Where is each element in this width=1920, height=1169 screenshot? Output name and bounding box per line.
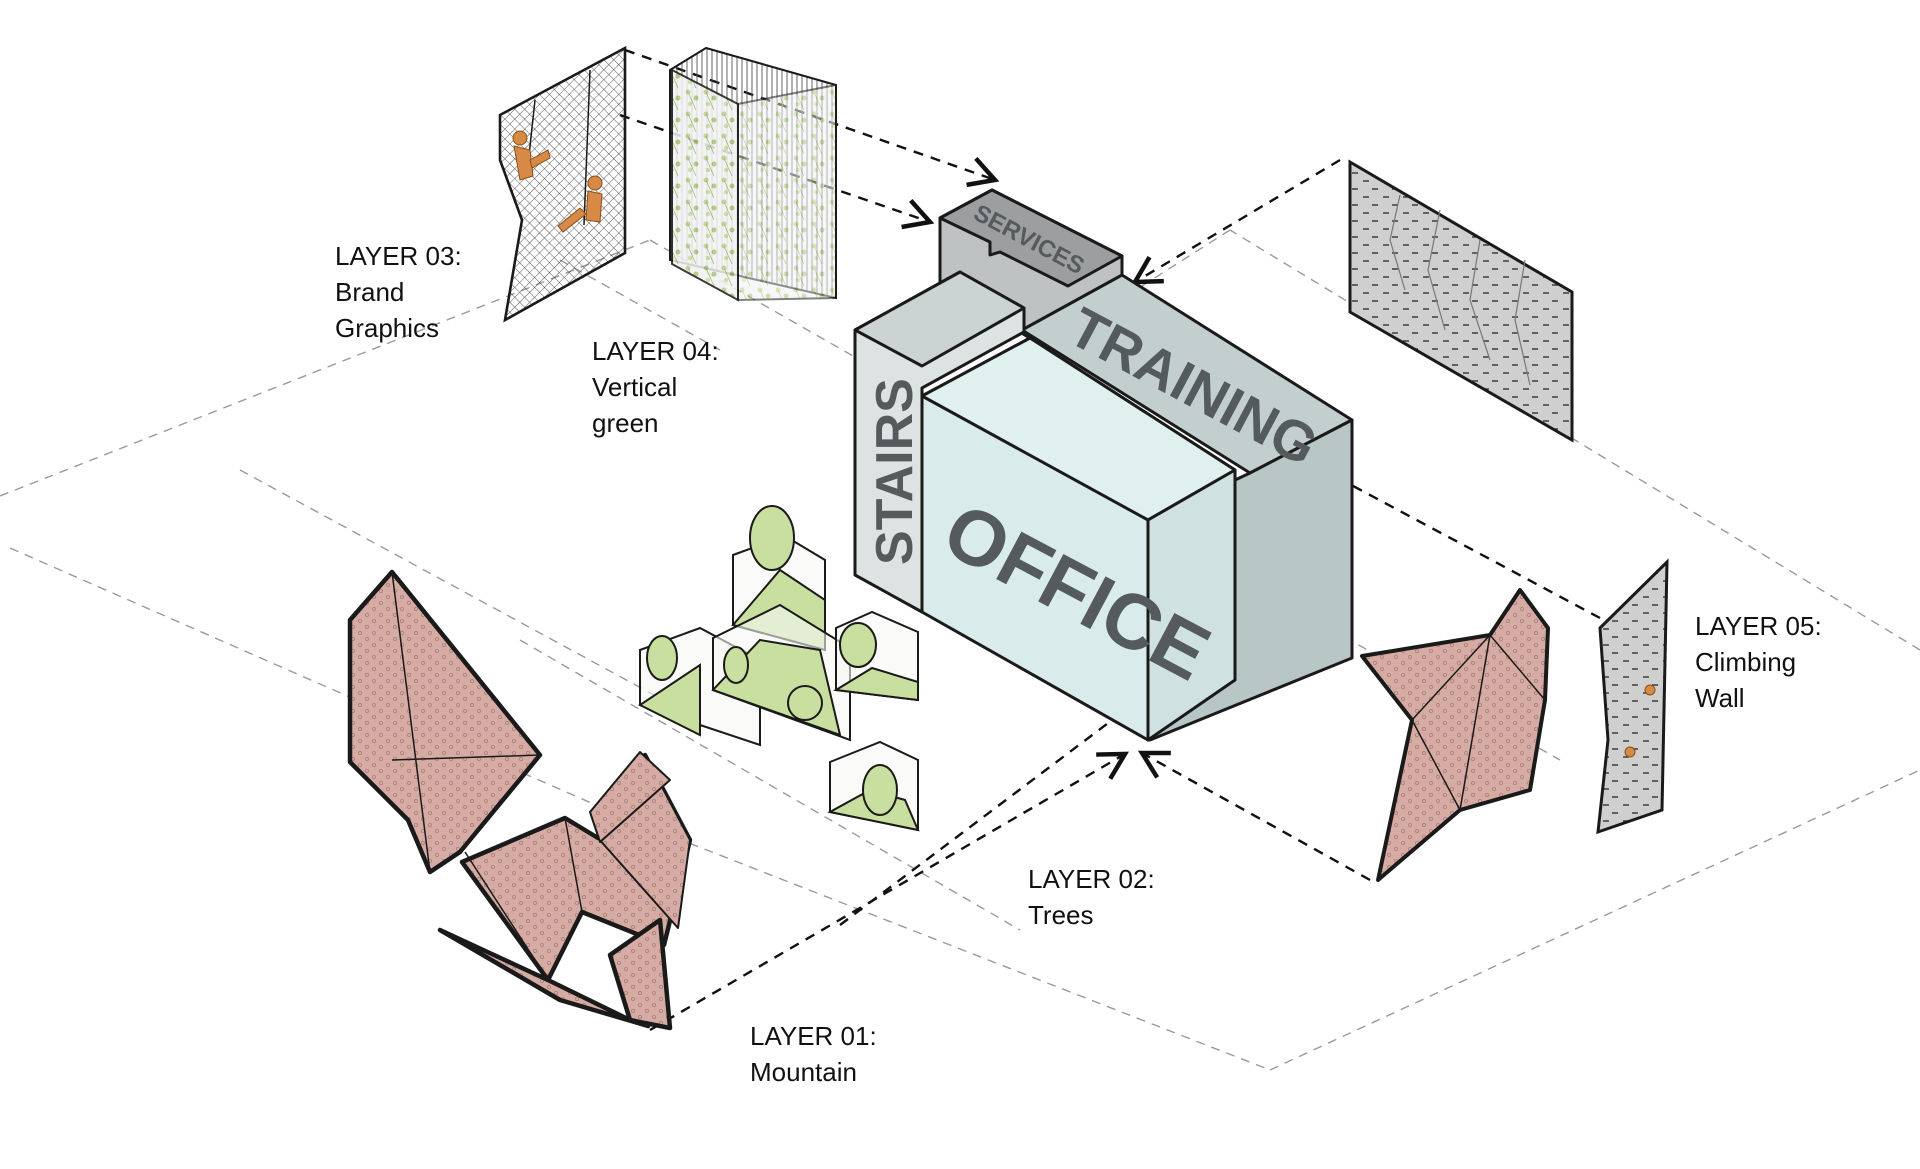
climber-icon	[512, 130, 551, 181]
climbing-rope	[583, 69, 591, 226]
stairs-roof	[853, 270, 1026, 368]
layer05-name-line1: Climbing	[1695, 647, 1797, 677]
layer03-name-line2: Graphics	[335, 313, 440, 343]
trees-cluster	[638, 505, 920, 832]
mountain-range	[347, 569, 693, 1031]
vertical-green-foliage	[737, 83, 837, 302]
layer04-name-line2: green	[592, 408, 659, 438]
right-mountain	[1360, 588, 1550, 882]
connector-arrows	[619, 48, 1601, 1032]
building-massing	[853, 188, 1354, 742]
arrow-icon	[1137, 750, 1371, 882]
guide-line	[9, 547, 631, 821]
tree-icon	[749, 505, 795, 571]
mountain-base	[437, 927, 651, 1029]
mountain-facets	[1411, 634, 1546, 811]
climber-icon	[557, 175, 603, 233]
layer01-name: Mountain	[750, 1057, 857, 1087]
tree-ground	[833, 666, 919, 702]
arrow-icon	[1292, 453, 1601, 620]
layer05-label: LAYER 05: Climbing Wall	[1695, 608, 1822, 716]
layer03-title: LAYER 03:	[335, 241, 462, 271]
vertical-green-panel	[669, 46, 837, 302]
layer02-title: LAYER 02:	[1028, 864, 1155, 894]
label-stairs: STAIRS	[866, 378, 924, 565]
tree-icon	[862, 764, 898, 816]
climber-icon	[1644, 684, 1656, 696]
guide-line	[559, 259, 721, 351]
layer05-name-line2: Wall	[1695, 683, 1745, 713]
mountain-peak-5	[607, 917, 673, 1031]
arrow-icon	[839, 687, 1156, 926]
climbing-wall-board	[1348, 159, 1574, 443]
layer02-label: LAYER 02: Trees	[1028, 861, 1155, 933]
tree-ground	[638, 663, 701, 737]
climbing-wall-facets	[1389, 194, 1531, 386]
guide-line	[519, 639, 1021, 931]
guide-line	[239, 469, 701, 721]
arrow-icon	[1131, 158, 1341, 285]
climbing-wall-side	[1596, 558, 1669, 835]
guide-line	[1229, 229, 1920, 651]
right-mountain-shape	[1360, 588, 1550, 882]
brand-graphics-panel	[498, 45, 627, 323]
layer02-name: Trees	[1028, 900, 1094, 930]
tree-icon	[723, 646, 749, 684]
tree-icon	[839, 622, 877, 668]
services-roof	[938, 188, 1124, 288]
layer01-title: LAYER 01:	[750, 1021, 877, 1051]
arrow-icon	[624, 48, 1000, 188]
mountain-peak-1	[347, 569, 543, 875]
climbing-wall-panel	[1348, 159, 1669, 835]
office-side	[1146, 468, 1237, 742]
layer04-label: LAYER 04: Vertical green	[592, 333, 719, 441]
layer05-title: LAYER 05:	[1695, 611, 1822, 641]
layer03-name-line1: Brand	[335, 277, 405, 307]
arrow-icon	[649, 751, 1129, 1032]
vertical-green-foliage	[671, 68, 739, 302]
layer03-label: LAYER 03: Brand Graphics	[335, 238, 462, 346]
tree-icon	[787, 685, 823, 721]
climber-icon	[1624, 746, 1636, 758]
guide-line	[1119, 229, 1231, 301]
guide-line	[1269, 769, 1920, 1071]
ground-guide-lines	[0, 229, 1920, 1071]
layer04-title: LAYER 04:	[592, 336, 719, 366]
mountain-peak-4	[589, 751, 671, 843]
mountain-facets	[391, 571, 583, 981]
tree-icon	[646, 635, 678, 681]
layer01-label: LAYER 01: Mountain	[750, 1018, 877, 1090]
brand-graphics-mesh	[498, 45, 627, 323]
layer04-name-line1: Vertical	[592, 372, 678, 402]
guide-line	[629, 819, 1271, 1071]
